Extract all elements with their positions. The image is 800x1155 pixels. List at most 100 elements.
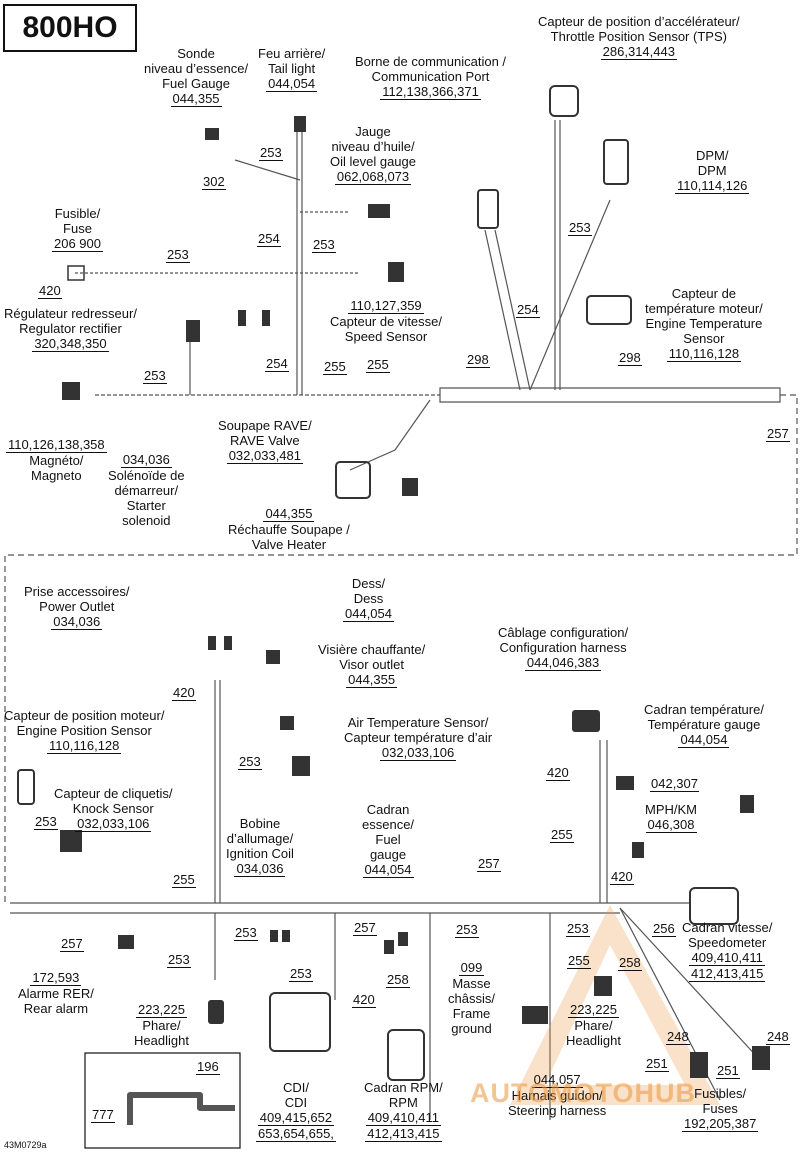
label-engine-position-sensor: Capteur de position moteur/Engine Positi… [4, 708, 165, 754]
callout-255: 255 [550, 827, 574, 843]
callout-420: 420 [172, 685, 196, 701]
connector-comm-port [477, 189, 499, 229]
callout-253: 253 [238, 754, 262, 770]
label-air-temperature-sensor: Air Temperature Sensor/Capteur températu… [344, 715, 493, 761]
connector-fuel-gauge [205, 128, 219, 140]
vertical-trunk-lower [214, 680, 221, 903]
model-title: 800HO [3, 4, 137, 52]
connector-cdi [269, 992, 331, 1052]
connectors [17, 85, 770, 1081]
connector-headlight-left [208, 1000, 224, 1024]
connector-magneto [62, 382, 80, 400]
vertical-right-lower [599, 740, 608, 903]
callout-253-rear: 253 [167, 952, 191, 968]
boundary-dash [4, 394, 798, 905]
callout-255: 255 [567, 953, 591, 969]
callout-253: 253 [568, 220, 592, 236]
connector-fuel-dial-2 [398, 932, 408, 946]
connector-speedometer [689, 887, 739, 925]
watermark: AUTOMOTOHUB [470, 1078, 696, 1108]
callout-253: 253 [566, 921, 590, 937]
label-configuration-harness: Câblage configuration/Configuration harn… [498, 625, 629, 671]
callout-257: 257 [766, 426, 790, 442]
callout-298: 298 [466, 352, 490, 368]
callout-256: 256 [652, 921, 676, 937]
callout-257: 257 [353, 920, 377, 936]
label-regulator-rectifier: Régulateur redresseur/Regulator rectifie… [4, 306, 137, 352]
callout-254: 254 [265, 356, 289, 372]
callout-253: 253 [166, 247, 190, 263]
callout-248: 248 [666, 1029, 690, 1045]
label-communication-port: Borne de communication /Communication Po… [355, 54, 507, 100]
callout-253: 253 [259, 145, 283, 161]
callout-251: 251 [716, 1063, 740, 1079]
connector-air-temp [292, 756, 310, 776]
callout-257-left: 257 [60, 936, 84, 952]
connector-solenoid-1 [238, 310, 246, 326]
connector-power-outlet-1 [208, 636, 216, 650]
connector-headlight-right [594, 976, 612, 996]
connector-temp-gauge [740, 795, 754, 813]
connector-solenoid-2 [262, 310, 270, 326]
callout-258: 258 [386, 972, 410, 988]
connector-config-harness [572, 710, 600, 732]
tag-oil-042-307: 042,307 [650, 776, 699, 792]
connector-visor [280, 716, 294, 730]
callout-253: 253 [234, 925, 258, 941]
callout-253: 253 [455, 922, 479, 938]
connector-knock-sensor [60, 830, 82, 852]
callout-251: 251 [645, 1056, 669, 1072]
connector-rave [335, 461, 371, 499]
callout-255: 255 [366, 357, 390, 373]
connector-dpm [603, 139, 629, 185]
connector-oil [368, 204, 390, 218]
cdi-detail-box [84, 1052, 241, 1149]
dpm-branch [529, 199, 611, 391]
connector-rpm [387, 1029, 425, 1081]
callout-255: 255 [323, 359, 347, 375]
callout-253: 253 [312, 237, 336, 253]
connector-fuse [67, 265, 85, 281]
callout-253: 253 [34, 814, 58, 830]
connector-power-outlet-2 [224, 636, 232, 650]
label-throttle-position-sensor: Capteur de position d’accélérateur/Throt… [538, 14, 740, 60]
connector-engine-temp [586, 295, 632, 325]
connector-engine-position [17, 769, 35, 805]
lower-drops [214, 913, 551, 1120]
callout-196: 196 [196, 1059, 220, 1075]
connector-fuel-dial-1 [384, 940, 394, 954]
callout-248: 248 [766, 1029, 790, 1045]
connector-ignition-2 [282, 930, 290, 942]
callout-258: 258 [618, 955, 642, 971]
callout-257: 257 [477, 856, 501, 872]
callout-420: 420 [546, 765, 570, 781]
connector-tps [549, 85, 579, 117]
callout-255: 255 [172, 872, 196, 888]
callout-254: 254 [516, 302, 540, 318]
connector-rear-alarm [118, 935, 134, 949]
callout-302: 302 [202, 174, 226, 190]
main-trunk-lower [10, 902, 620, 914]
connector-steering-harness [522, 1006, 548, 1024]
callout-420: 420 [38, 283, 62, 299]
